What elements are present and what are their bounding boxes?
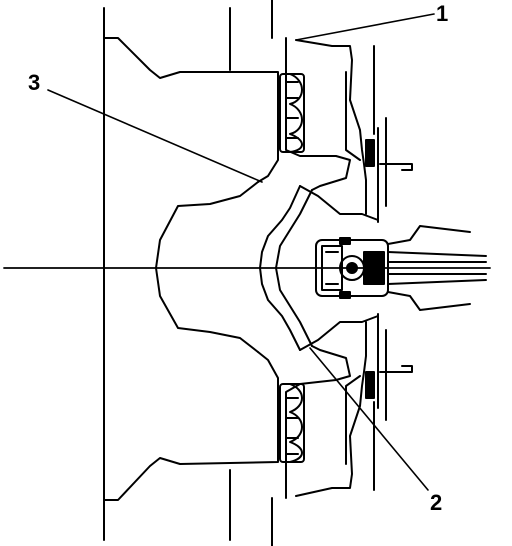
mounting-tabs xyxy=(365,139,413,399)
leader-line-3 xyxy=(47,89,263,183)
leader-line-2 xyxy=(309,347,429,491)
lug-nut-bottom xyxy=(279,383,305,463)
callout-label-2: 2 xyxy=(430,490,443,515)
leader-line-1 xyxy=(295,13,435,41)
hub-center xyxy=(259,185,379,351)
leader-lines xyxy=(47,13,435,491)
frame-lines xyxy=(103,0,273,546)
wheel-body xyxy=(103,37,279,501)
callout-label-3: 3 xyxy=(28,70,41,95)
axle-assembly xyxy=(315,225,487,311)
lug-nut-top xyxy=(279,73,305,153)
callout-label-1: 1 xyxy=(436,1,449,26)
